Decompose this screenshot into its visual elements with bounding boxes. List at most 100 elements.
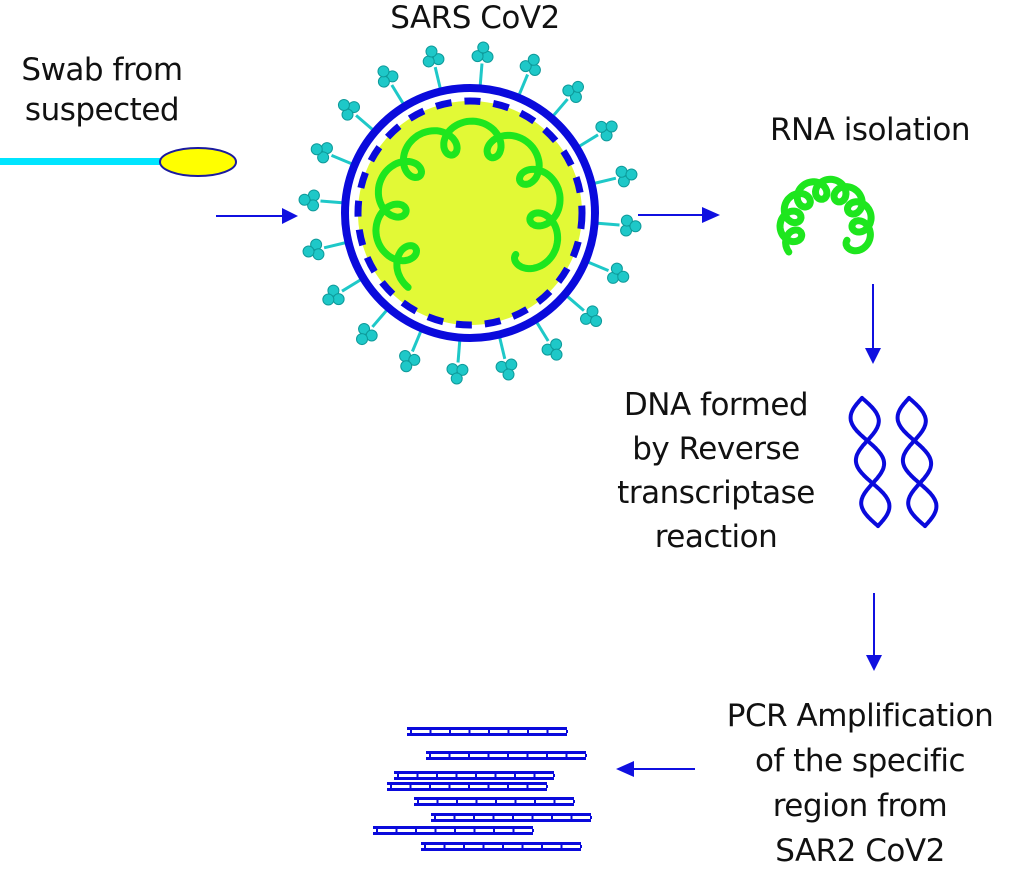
amplicon-base-pair <box>526 754 529 757</box>
label-pcr-line2: of the specific <box>754 743 966 779</box>
amplicon-base-pair <box>482 845 485 848</box>
spike-head <box>377 65 390 78</box>
amplicon-base-pair <box>409 785 412 788</box>
label-dna-line2: by Reverse <box>632 431 800 467</box>
amplicon-base-pair <box>424 845 426 848</box>
amplicon-base-pair <box>473 816 475 819</box>
spike-head <box>625 168 638 181</box>
spike-protein <box>377 65 407 108</box>
amplicon-base-pair <box>456 800 458 803</box>
amplicon-base-pair <box>566 730 568 733</box>
amplicon <box>414 797 575 806</box>
amplicon-base-pair <box>443 845 446 848</box>
amplicon-base-pair <box>533 774 536 777</box>
label-rna: RNA isolation <box>730 110 1010 150</box>
spike-stalk <box>330 154 356 167</box>
spike-protein <box>550 80 584 120</box>
arrowhead-dna-to-pcr <box>866 655 882 671</box>
amplicon-base-pair <box>429 785 431 788</box>
spike-head <box>377 75 390 88</box>
amplicon-base-pair <box>488 730 490 733</box>
amplicon-base-pair <box>514 774 516 777</box>
amplicon-base-pair <box>495 800 497 803</box>
spike-head <box>450 372 463 385</box>
spike-protein <box>337 99 377 133</box>
spike-protein <box>399 327 424 373</box>
spike-stalk <box>584 259 610 272</box>
spike-protein <box>495 334 518 381</box>
amplicon-strand <box>431 813 591 816</box>
spike-head <box>615 165 628 178</box>
spike-head <box>386 70 399 83</box>
amplicon-base-pair <box>570 816 573 819</box>
amplicon-base-pair <box>585 754 587 757</box>
spike-protein <box>533 318 563 361</box>
amplicon-base-pair <box>429 730 432 733</box>
spike-head <box>605 120 618 133</box>
amplicon-base-pair <box>553 800 556 803</box>
amplicon-base-pair <box>410 730 412 733</box>
amplicon-base-pair <box>493 829 495 832</box>
amplicon <box>421 842 582 851</box>
dna-strand <box>895 396 934 528</box>
amplicon <box>426 751 587 760</box>
amplicon-base-pair <box>415 829 417 832</box>
virus-spikes <box>298 41 642 385</box>
amplicon-base-pair <box>507 785 509 788</box>
amplicon-strand <box>387 788 547 791</box>
amplicon-base-pair <box>397 774 399 777</box>
amplicon-base-pair <box>521 845 524 848</box>
spike-head <box>298 193 311 206</box>
amplicon <box>373 826 534 835</box>
amplicon-base-pair <box>492 816 495 819</box>
virus-envelope <box>341 84 599 342</box>
spike-stalk <box>497 334 507 360</box>
amplicon-base-pair <box>512 829 515 832</box>
amplicon-base-pair <box>487 785 490 788</box>
spike-stalk <box>550 98 569 120</box>
dna-strand <box>848 396 887 528</box>
spike-stalk <box>516 73 529 99</box>
spike-protein <box>322 276 365 306</box>
amplicon-base-pair <box>502 845 504 848</box>
spike-stalk <box>591 176 617 186</box>
amplicon-strand <box>394 771 554 774</box>
amplicon-base-pair <box>580 845 582 848</box>
spike-head <box>456 363 469 376</box>
amplicon-base-pair <box>494 774 497 777</box>
spike-stalk <box>478 63 484 89</box>
amplicon-strand <box>414 797 574 800</box>
spike-head <box>422 55 435 68</box>
spike-protein <box>591 165 638 188</box>
spike-head <box>505 358 518 371</box>
amplicon <box>394 771 555 780</box>
dna-strand <box>853 396 892 528</box>
amplicon-base-pair <box>527 730 529 733</box>
spike-head <box>322 293 335 306</box>
amplicon-strand <box>426 751 586 754</box>
amplicon-base-pair <box>416 774 419 777</box>
spike-head <box>327 284 340 297</box>
dna-helix <box>848 396 892 528</box>
amplicon-base-pair <box>448 785 451 788</box>
spike-head <box>590 314 603 327</box>
amplicon-base-pair <box>573 800 575 803</box>
spike-head <box>595 120 608 133</box>
spike-stalk <box>320 199 346 205</box>
amplicon-base-pair <box>473 829 476 832</box>
spike-protein <box>471 41 494 89</box>
label-swab-line2: suspected <box>24 92 180 128</box>
spike-head <box>550 348 563 361</box>
arrowhead-virus-to-rna <box>702 207 720 223</box>
spike-head <box>471 50 484 63</box>
pcr-amplicons <box>373 727 592 851</box>
spike-stalk <box>411 327 424 353</box>
spike-head <box>550 338 563 351</box>
label-virus-line1: SARS CoV2 <box>390 0 560 36</box>
isolated-rna-icon <box>776 175 875 256</box>
spike-head <box>629 220 642 233</box>
spike-stalk <box>390 84 407 108</box>
spike-protein <box>563 293 603 327</box>
spike-protein <box>594 214 642 237</box>
amplicon-base-pair <box>395 829 398 832</box>
